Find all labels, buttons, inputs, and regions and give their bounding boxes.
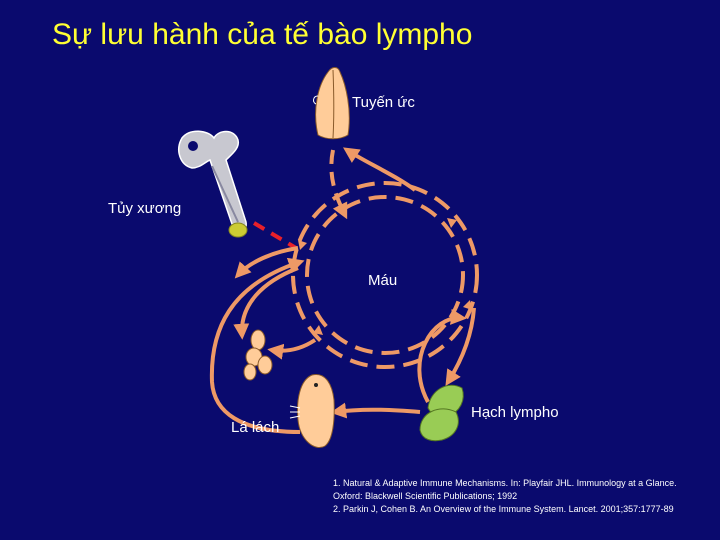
lymph-node-label: Hạch lympho	[471, 404, 559, 421]
lymph-node-icon	[419, 384, 464, 442]
reference-line: 2. Parkin J, Cohen B. An Overview of the…	[333, 504, 674, 514]
blood-to-thymus-path	[343, 147, 417, 192]
bone-marrow-label: Tủy xương	[108, 200, 182, 217]
blood-to-spleen-path	[267, 338, 317, 360]
lymph-to-spleen-path	[330, 402, 421, 419]
slide-title: Sự lưu hành của tế bào lympho	[52, 18, 473, 51]
outer-return-path	[209, 257, 305, 434]
thymus-label: Tuyến ức	[352, 94, 415, 111]
marrow-branch-path	[234, 246, 299, 279]
reference-line: 1. Natural & Adaptive Immune Mechanisms.…	[333, 478, 677, 488]
ring-arrowheads	[298, 218, 472, 335]
femur-bone-icon	[178, 130, 248, 238]
blood-circulation-ring	[291, 181, 479, 369]
blood-label: Máu	[368, 272, 398, 289]
inner-left-loop-path	[233, 266, 299, 340]
marrow-to-blood-path	[252, 221, 298, 250]
spleen-label: Lá lách	[231, 419, 280, 436]
spleen-organ-icon	[289, 373, 335, 448]
blood-to-lymph-node-path	[445, 307, 476, 387]
lymphocyte-cluster-icon	[243, 329, 273, 381]
reference-line: Oxford: Blackwell Scientific Publication…	[333, 491, 518, 501]
thymus-to-blood-path	[329, 149, 348, 220]
thymus-organ-icon	[313, 67, 350, 140]
lymph-node-to-blood-path	[417, 308, 467, 403]
references: 1. Natural & Adaptive Immune Mechanisms.…	[333, 477, 677, 516]
